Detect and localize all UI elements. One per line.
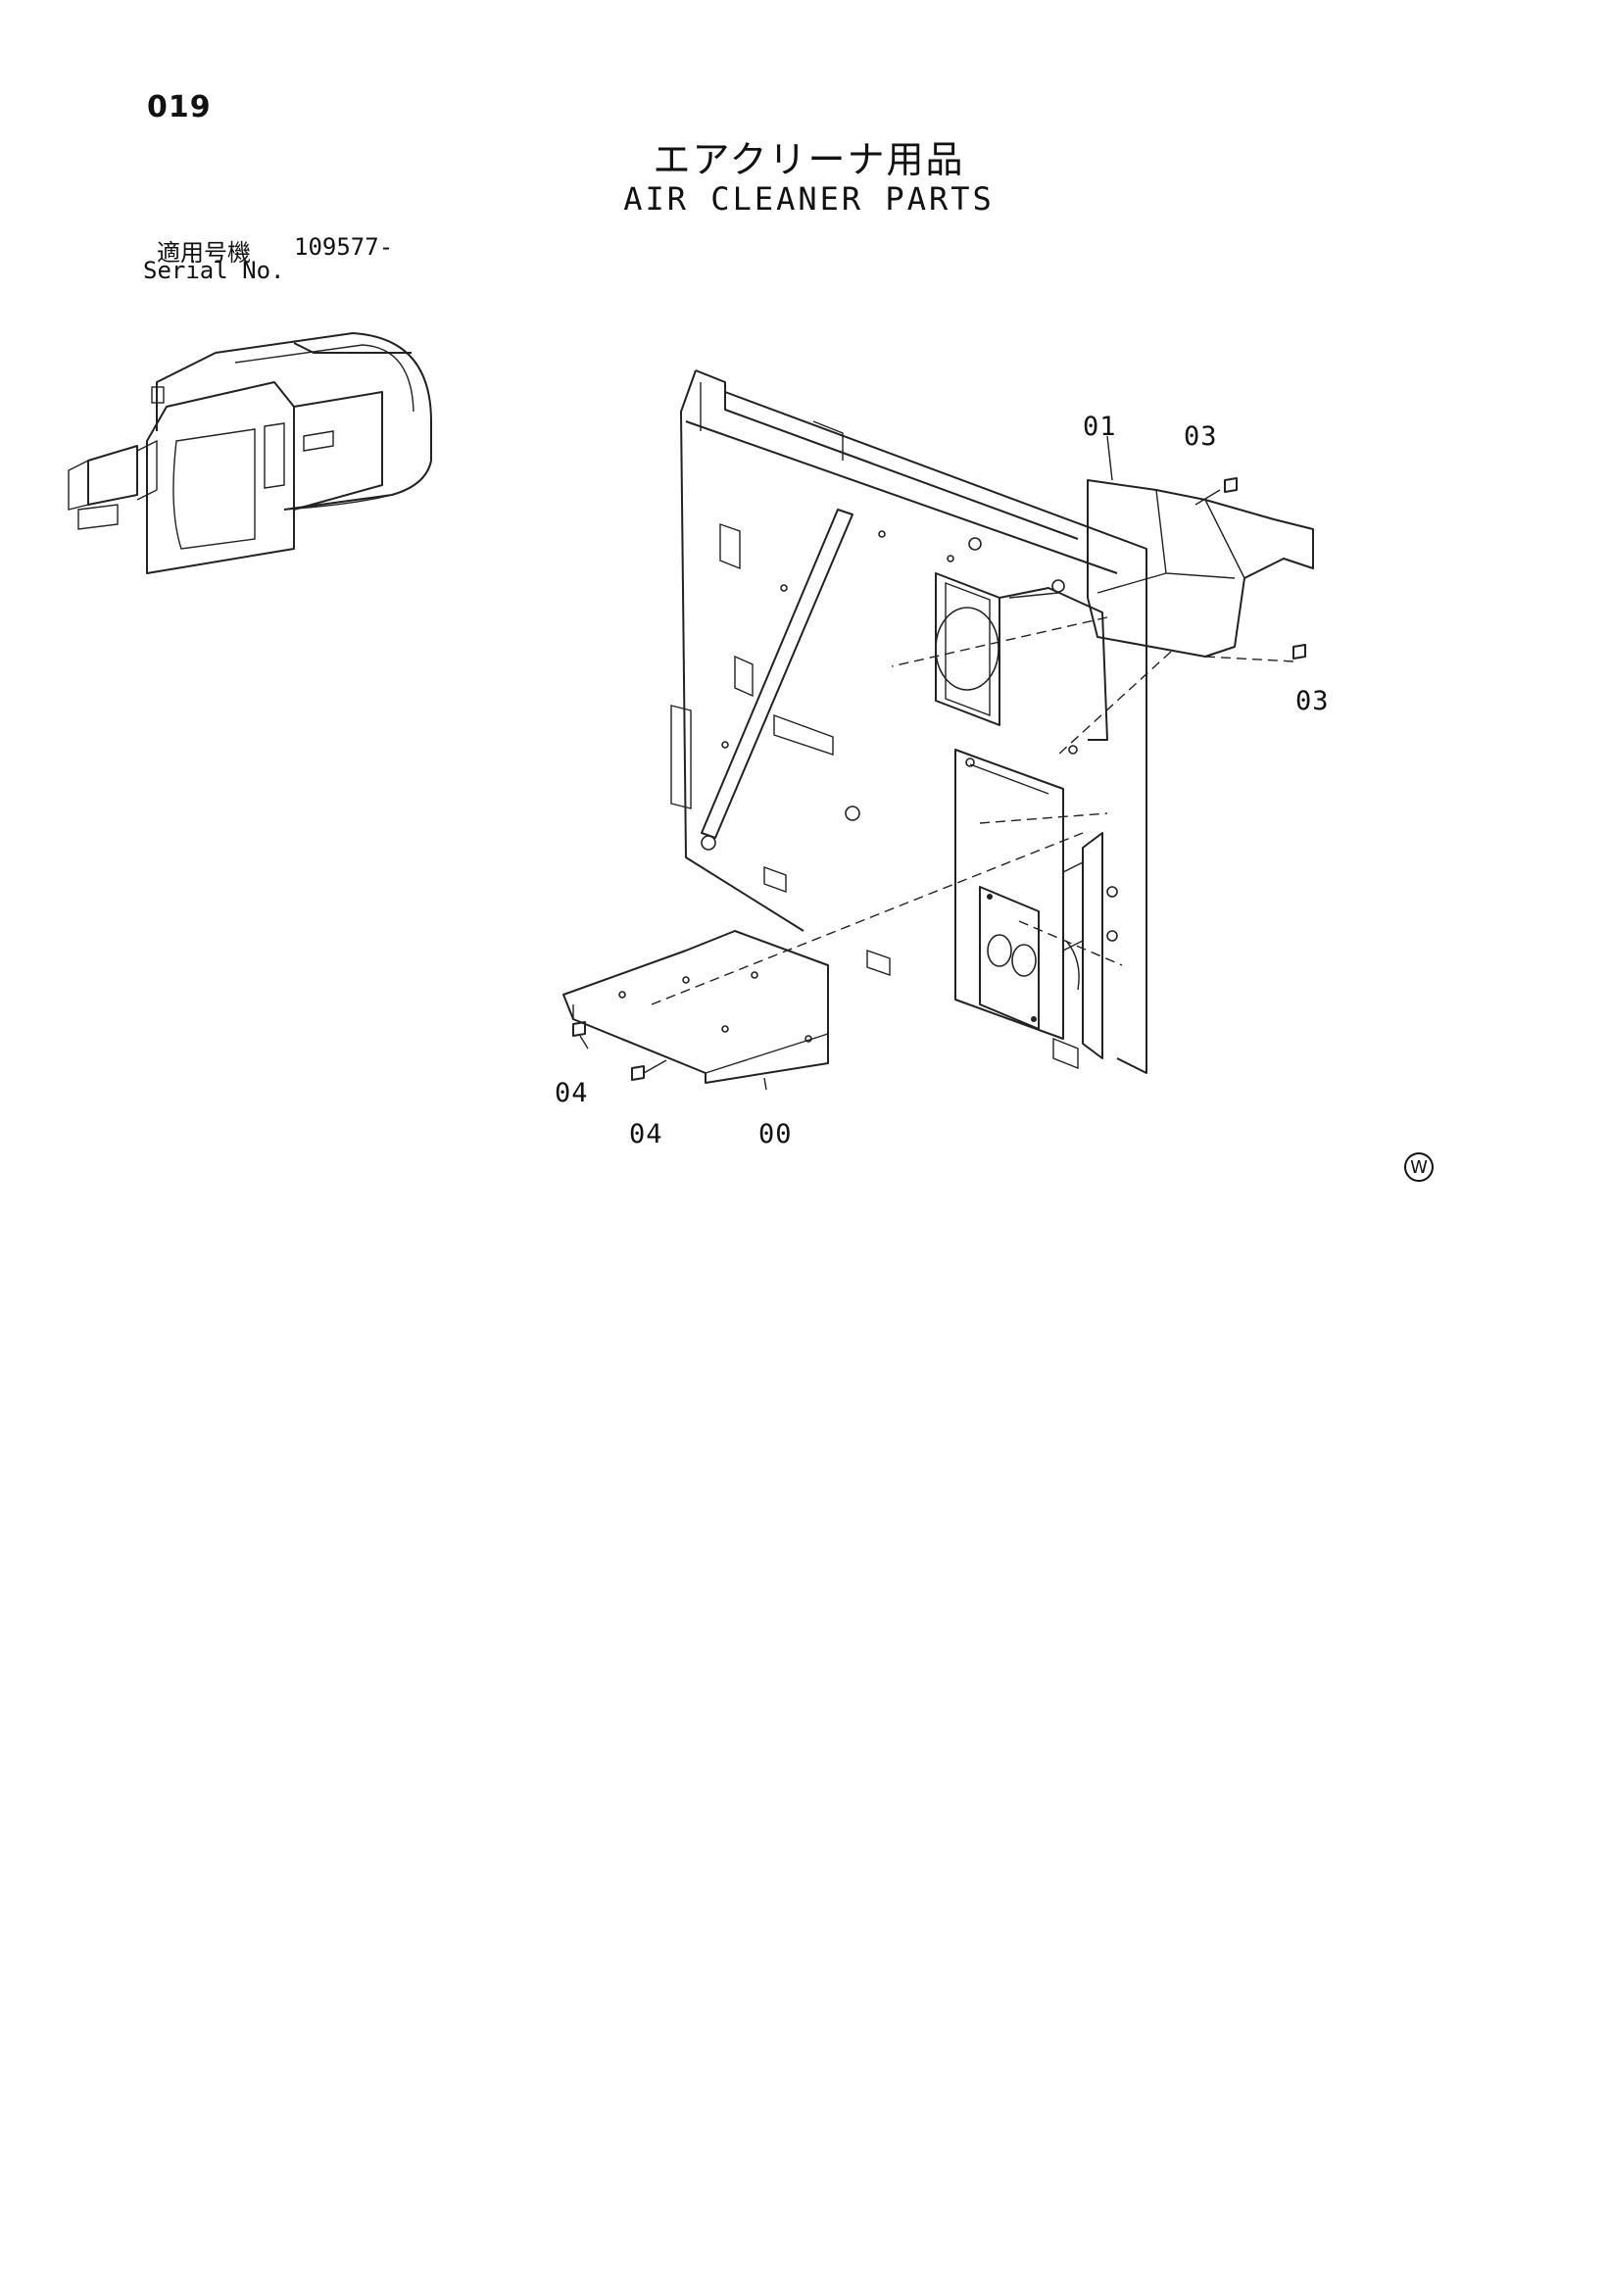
bracket-part-00: [562, 930, 829, 1084]
main-panel-outline: [695, 369, 1147, 1074]
serial-number-value: 109577-: [294, 233, 394, 261]
air-cleaner-exploded-drawing: [562, 369, 1314, 1091]
duct-part-01: [1087, 479, 1314, 658]
bolt-part-04-left: [572, 1021, 586, 1037]
page-title-english: AIR CLEANER PARTS: [623, 180, 995, 218]
callout-part-01: 01: [1083, 412, 1117, 442]
diagonal-brace: [701, 509, 853, 839]
inner-plate: [954, 749, 1064, 1040]
serial-label-japanese: 適用号機: [157, 239, 251, 267]
page-number: 019: [147, 90, 212, 124]
callout-part-03-side: 03: [1295, 686, 1330, 716]
bolt-part-03-top: [1224, 477, 1238, 493]
callout-part-04-left: 04: [555, 1078, 589, 1108]
bolt-part-04-lower: [631, 1065, 645, 1081]
callout-part-04-lower: 04: [629, 1119, 663, 1149]
serial-label-english: Serial No.: [143, 257, 285, 284]
machine-location-thumbnail: [68, 332, 432, 574]
callout-part-03-top: 03: [1184, 421, 1218, 452]
page-title-japanese: エアクリーナ用品: [653, 138, 965, 181]
bolt-part-03-side: [1292, 644, 1306, 659]
callout-part-00: 00: [758, 1119, 793, 1149]
corner-circle-mark: W: [1404, 1152, 1434, 1182]
